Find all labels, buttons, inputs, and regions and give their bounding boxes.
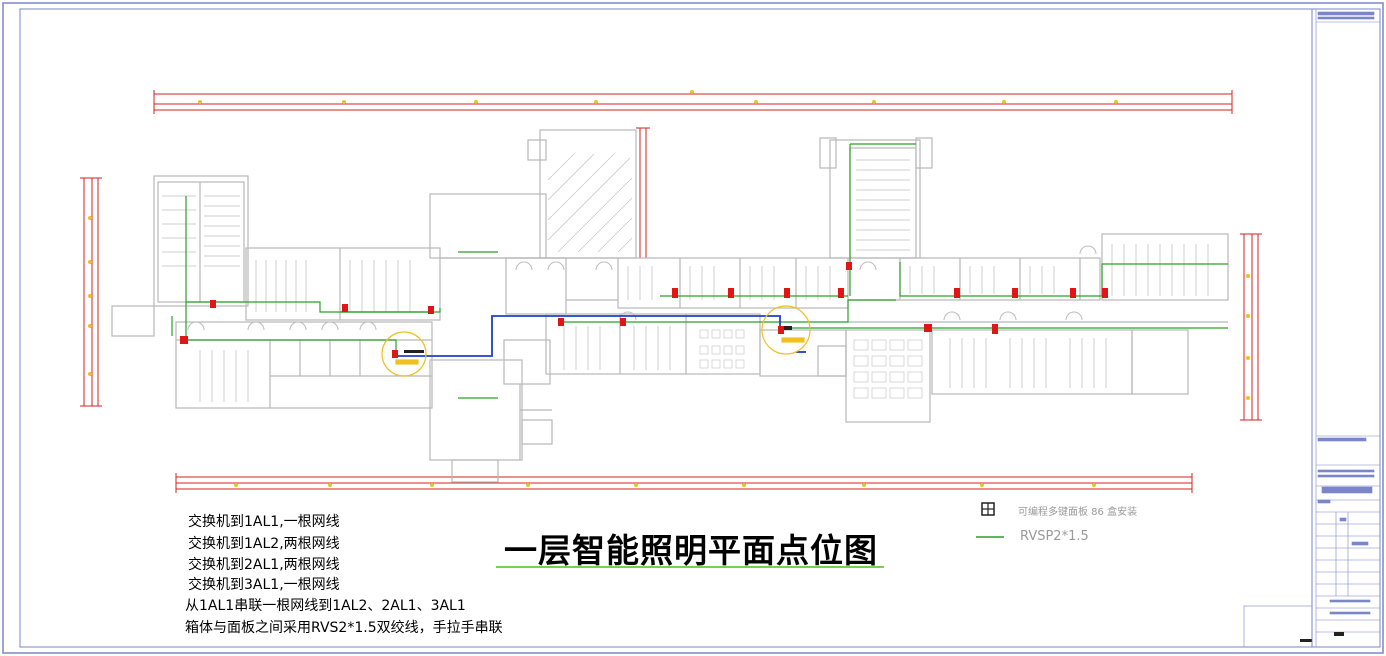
title-underline [496,566,884,568]
inner-frame [19,8,1381,648]
building-floor-plan [111,129,1229,483]
note-line-6: 箱体与面板之间采用RVS2*1.5双绞线，手拉手串联 [185,620,503,636]
distribution-box-highlights [381,305,811,377]
left-dimension-chain [80,177,102,407]
note-line-5: 从1AL1串联一根网线到1AL2、2AL1、3AL1 [185,598,466,614]
legend-panel-label: 可编程多键面板 86 盒安装 [1018,507,1138,518]
smart-lighting-panels [180,262,1108,358]
right-dimension-chain [1240,233,1262,421]
legend-wire-label: RVSP2*1.5 [1020,529,1089,544]
title-block [1243,11,1380,648]
blue-backbone-cable [398,315,806,357]
door-swings [187,245,1097,331]
desk-rows [162,159,1209,402]
note-line-1: 交换机到1AL1,一根网线 [188,514,340,530]
top-dimension-chain [153,90,1233,114]
drawing-title: 一层智能照明平面点位图 [504,531,878,570]
top-dimension-ticks [198,90,1118,104]
green-wiring [171,143,1228,399]
bottom-dimension-chain [175,473,1193,493]
hatched-hall [547,153,633,253]
note-line-3: 交换机到2AL1,两根网线 [188,557,340,573]
legend-panel-symbol [981,502,995,516]
note-line-4: 交换机到3AL1,一根网线 [188,577,340,593]
note-line-2: 交换机到1AL2,两根网线 [188,536,340,552]
